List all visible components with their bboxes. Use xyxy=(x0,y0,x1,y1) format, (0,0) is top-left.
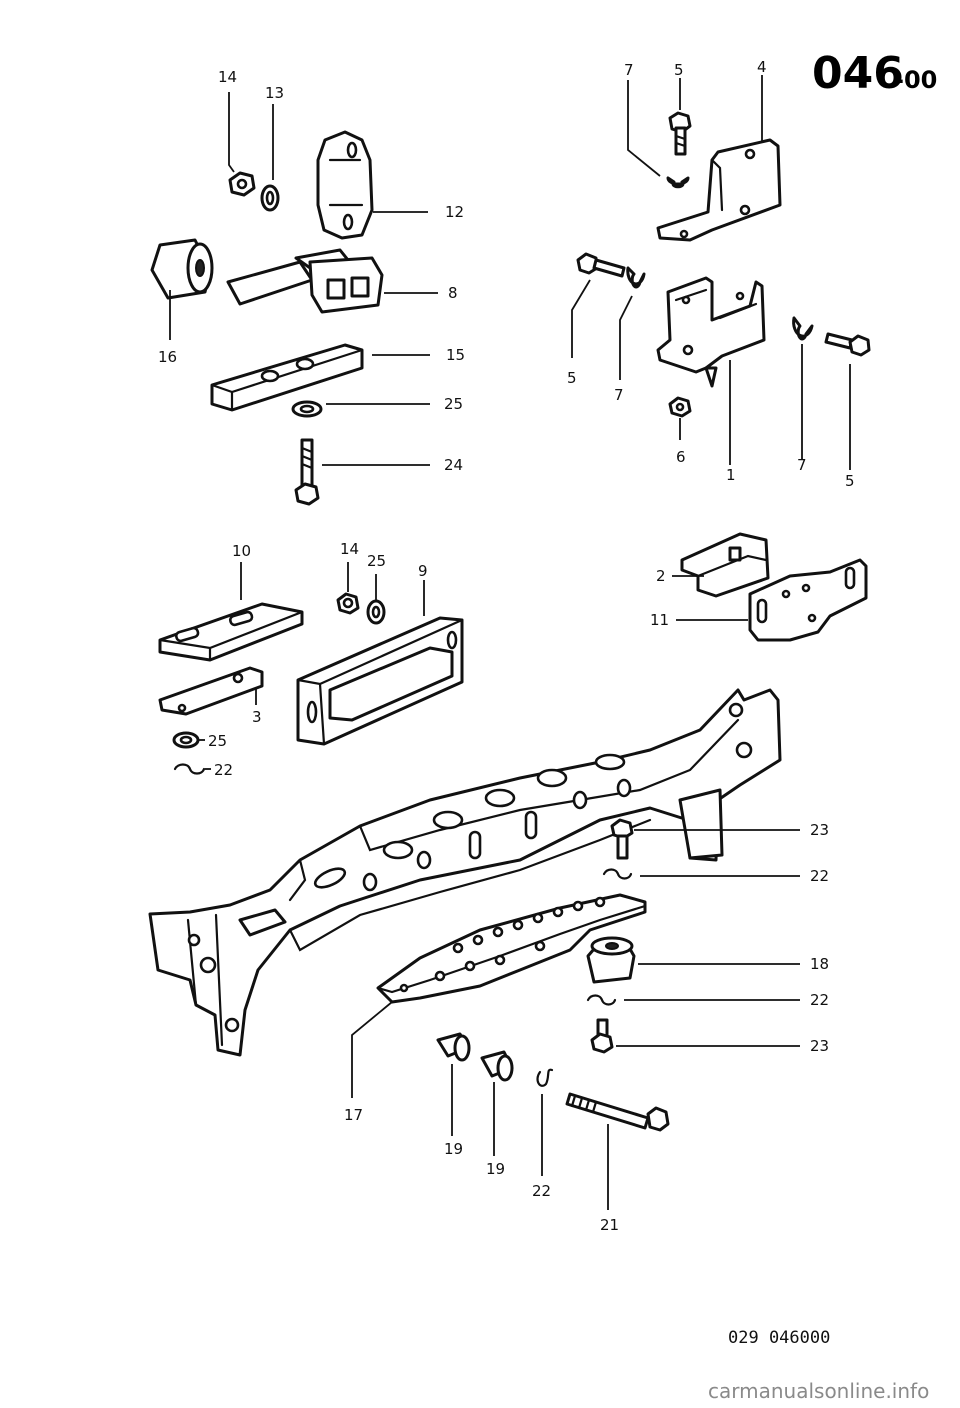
callout-19-a: 19 xyxy=(444,1140,463,1158)
callout-7-right: 7 xyxy=(797,456,807,474)
part-22-clip-upper xyxy=(602,868,633,880)
part-18-rubber-buffer xyxy=(586,936,636,984)
part-12-bracket xyxy=(316,130,374,240)
part-24-bolt xyxy=(294,438,320,506)
part-2-bracket xyxy=(680,532,770,598)
callout-22-upper: 22 xyxy=(810,867,829,885)
callout-14-mid: 14 xyxy=(340,540,359,558)
callout-13: 13 xyxy=(265,84,284,102)
callout-9: 9 xyxy=(418,562,428,580)
callout-25-small: 25 xyxy=(208,732,227,750)
part-25-washer-mid xyxy=(366,599,386,625)
part-15-bar xyxy=(210,343,364,412)
callout-25-mid: 25 xyxy=(367,552,386,570)
callout-18: 18 xyxy=(810,955,829,973)
page-code-suffix: -00 xyxy=(894,66,937,94)
callout-22-small: 22 xyxy=(214,761,233,779)
part-25-washer xyxy=(291,400,323,418)
part-14-nut-mid xyxy=(336,592,360,615)
part-8-shaft xyxy=(226,248,384,314)
part-5-bolt xyxy=(668,111,692,156)
part-16-bushing xyxy=(150,238,214,300)
part-22-clip-mid xyxy=(586,994,617,1006)
callout-16: 16 xyxy=(158,348,177,366)
part-3-clip xyxy=(158,666,264,716)
part-19-pin-a xyxy=(436,1032,471,1062)
callout-12: 12 xyxy=(445,203,464,221)
part-9-mount xyxy=(296,616,464,746)
part-7-lock-washer-right xyxy=(792,316,814,341)
part-23-bolt-upper xyxy=(610,818,634,860)
callout-5: 5 xyxy=(674,61,684,79)
callout-4: 4 xyxy=(757,58,767,76)
callout-8: 8 xyxy=(448,284,458,302)
part-22-clip-lower xyxy=(536,1068,554,1087)
part-25-washer-small xyxy=(172,731,200,749)
callout-10: 10 xyxy=(232,542,251,560)
reference-code: 029 046000 xyxy=(728,1328,830,1348)
callout-3: 3 xyxy=(252,708,262,726)
callout-7: 7 xyxy=(624,61,634,79)
callout-22-mid: 22 xyxy=(810,991,829,1009)
callout-24: 24 xyxy=(444,456,463,474)
callout-14: 14 xyxy=(218,68,237,86)
callout-6: 6 xyxy=(676,448,686,466)
part-21-long-bolt xyxy=(565,1092,670,1132)
callout-15: 15 xyxy=(446,346,465,364)
callout-5-left: 5 xyxy=(567,369,577,387)
callout-5-right: 5 xyxy=(845,472,855,490)
part-5-bolt-left xyxy=(576,252,626,278)
part-14-nut xyxy=(228,171,256,197)
part-1-bracket xyxy=(656,276,766,388)
part-13-washer xyxy=(260,184,280,212)
callout-17: 17 xyxy=(344,1106,363,1124)
part-11-slotted-plate xyxy=(748,558,868,642)
callout-7-left: 7 xyxy=(614,386,624,404)
callout-23-upper: 23 xyxy=(810,821,829,839)
part-17-perforated-bar xyxy=(376,893,647,1004)
callout-19-b: 19 xyxy=(486,1160,505,1178)
part-23-bolt-lower xyxy=(590,1018,614,1054)
part-22-clip xyxy=(173,763,206,775)
part-4-bracket xyxy=(656,138,782,242)
part-5-bolt-right xyxy=(824,332,871,357)
page-code: 046 xyxy=(812,48,904,99)
callout-2: 2 xyxy=(656,567,666,585)
callout-11: 11 xyxy=(650,611,669,629)
callout-1: 1 xyxy=(726,466,736,484)
callout-23-lower: 23 xyxy=(810,1037,829,1055)
callout-25: 25 xyxy=(444,395,463,413)
watermark: carmanualsonline.info xyxy=(708,1379,929,1403)
part-7-lock-washer-left xyxy=(626,266,646,289)
part-10-plate xyxy=(158,602,304,662)
part-6-nut xyxy=(668,396,692,418)
part-19-pin-b xyxy=(480,1050,514,1082)
callout-22-lower: 22 xyxy=(532,1182,551,1200)
part-7-lock-washer xyxy=(666,176,690,189)
callout-21: 21 xyxy=(600,1216,619,1234)
